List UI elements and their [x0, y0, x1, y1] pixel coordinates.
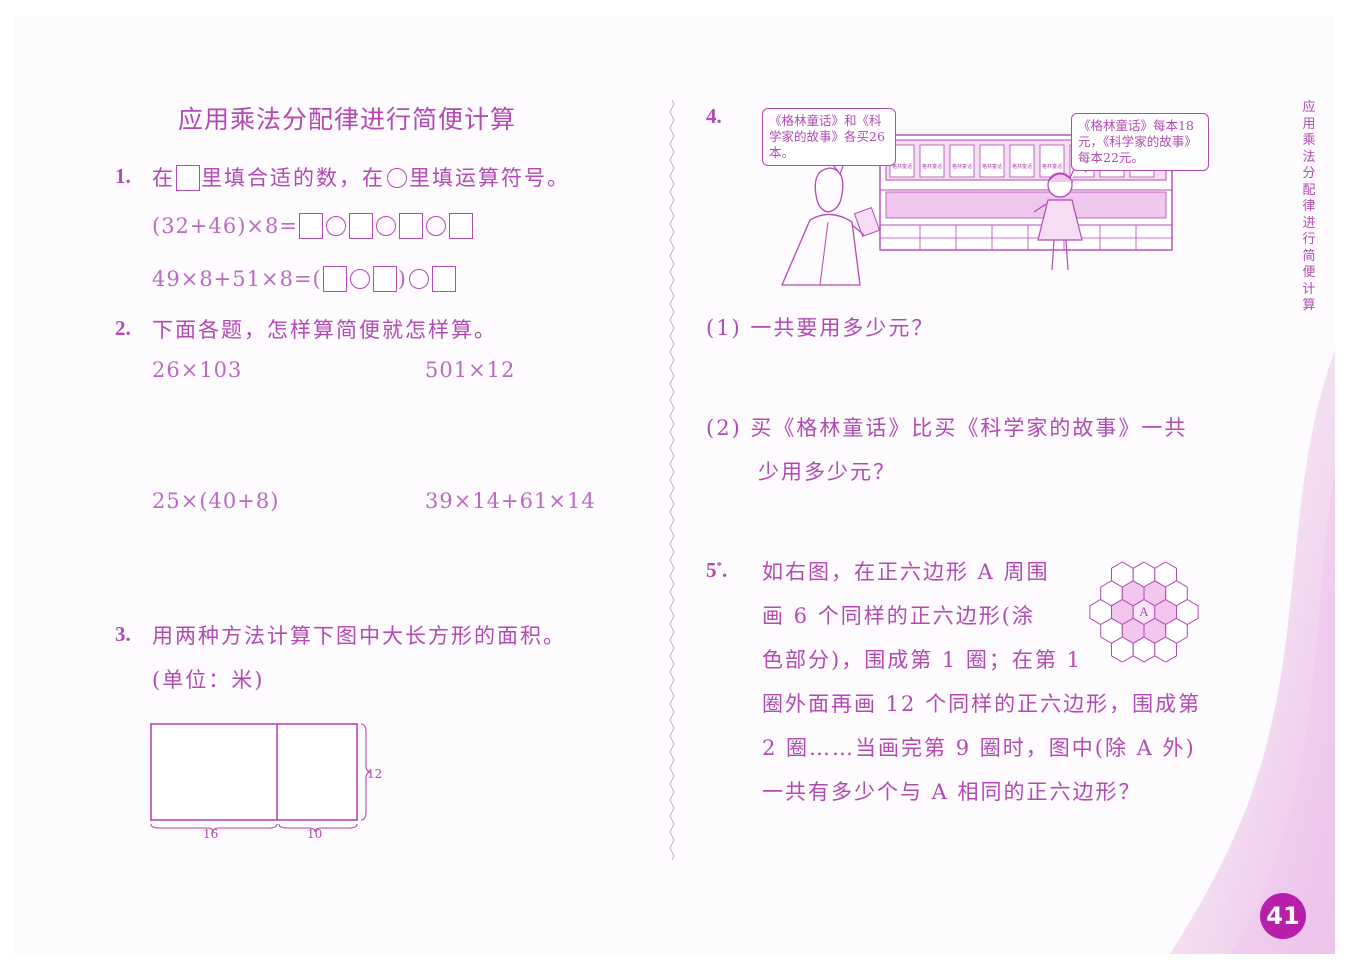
hexagon-diagram: A [1089, 561, 1199, 663]
hexagon-a-label: A [1139, 604, 1149, 619]
speech-bubble-girl: 《格林童话》每本18元，《科学家的故事》每本22元。 [1071, 113, 1209, 171]
operator-circle[interactable] [349, 269, 370, 289]
q4-sub-question-1: (1) 一共要用多少元？ [706, 316, 935, 340]
hexagon-ring-2 [1176, 598, 1199, 626]
q2-expression-1: 26×103 [152, 358, 243, 382]
q1-number: 1. [115, 164, 131, 188]
q5-line-3: 色部分)，围成第 1 圈；在第 1 [762, 648, 1082, 672]
q3-unit: (单位：米) [152, 668, 265, 692]
page-number: 41 [1260, 893, 1306, 939]
book-title: 格林童话 [1042, 163, 1062, 170]
page-divider [670, 100, 674, 860]
operator-circle[interactable] [325, 216, 346, 236]
q3-number: 3. [115, 622, 131, 646]
q2-instruction: 下面各题，怎样算简便就怎样算。 [152, 318, 497, 342]
q5-line-6: 一共有多少个与 A 相同的正六边形？ [762, 780, 1142, 804]
book-title: 格林童话 [1012, 163, 1032, 170]
book-cover [979, 144, 1005, 178]
dimension-width-1: 16 [203, 827, 219, 841]
q3-instruction: 用两种方法计算下图中大长方形的面积。 [152, 624, 566, 648]
q5-number: 5*. [706, 558, 728, 582]
operator-circle[interactable] [375, 216, 396, 236]
answer-box[interactable] [348, 213, 373, 239]
q5-line-1: 如右图，在正六边形 A 周围 [762, 560, 1050, 584]
answer-box[interactable] [448, 213, 473, 239]
book-cover [949, 144, 975, 178]
answer-box[interactable] [431, 266, 456, 292]
side-title: 应用乘法分配律进行简便计算 [1302, 100, 1316, 313]
q4-sub-question-2: (2) 买《格林童话》比买《科学家的故事》一共 [706, 416, 1188, 440]
rectangle-diagram [150, 723, 372, 833]
q5-line-2: 画 6 个同样的正六边形(涂 [762, 604, 1035, 628]
q2-expression-2: 501×12 [425, 358, 516, 382]
q5-line-5: 2 圈……当画完第 9 圈时，图中(除 A 外) [762, 736, 1196, 760]
answer-box[interactable] [372, 266, 397, 292]
answer-box[interactable] [322, 266, 347, 292]
q2-expression-4: 39×14+61×14 [425, 489, 596, 513]
q5-line-4: 圈外面再画 12 个同样的正六边形，围成第 [762, 692, 1202, 716]
q1-expression-2: 49×8+51×8=() [152, 266, 457, 292]
book-title: 格林童话 [952, 163, 972, 170]
book-title: 格林童话 [892, 163, 912, 170]
answer-box[interactable] [398, 213, 423, 239]
q2-expression-3: 25×(40+8) [152, 489, 280, 513]
book-cover [1009, 144, 1035, 178]
page-title: 应用乘法分配律进行简便计算 [178, 105, 517, 134]
book-cover [919, 144, 945, 178]
q2-number: 2. [115, 316, 131, 340]
q4-number: 4. [706, 104, 722, 128]
decorative-swoosh [1170, 350, 1335, 954]
book-title: 格林童话 [982, 163, 1002, 170]
book-title: 格林童话 [922, 163, 942, 170]
dimension-width-2: 10 [307, 827, 323, 841]
operator-circle[interactable] [387, 168, 407, 188]
speech-bubble-boy: 《格林童话》和《科学家的故事》各买26本。 [762, 108, 896, 166]
dimension-height: 12 [367, 767, 383, 781]
operator-circle[interactable] [408, 269, 429, 289]
answer-box[interactable] [176, 165, 200, 191]
book-cover [1039, 144, 1065, 178]
q4-sub-question-2-cont: 少用多少元？ [758, 460, 896, 484]
q1-expression-1: (32+46)×8= [152, 213, 474, 239]
q1-instruction: 在里填合适的数，在里填运算符号。 [152, 165, 570, 191]
operator-circle[interactable] [425, 216, 446, 236]
answer-box[interactable] [298, 213, 323, 239]
